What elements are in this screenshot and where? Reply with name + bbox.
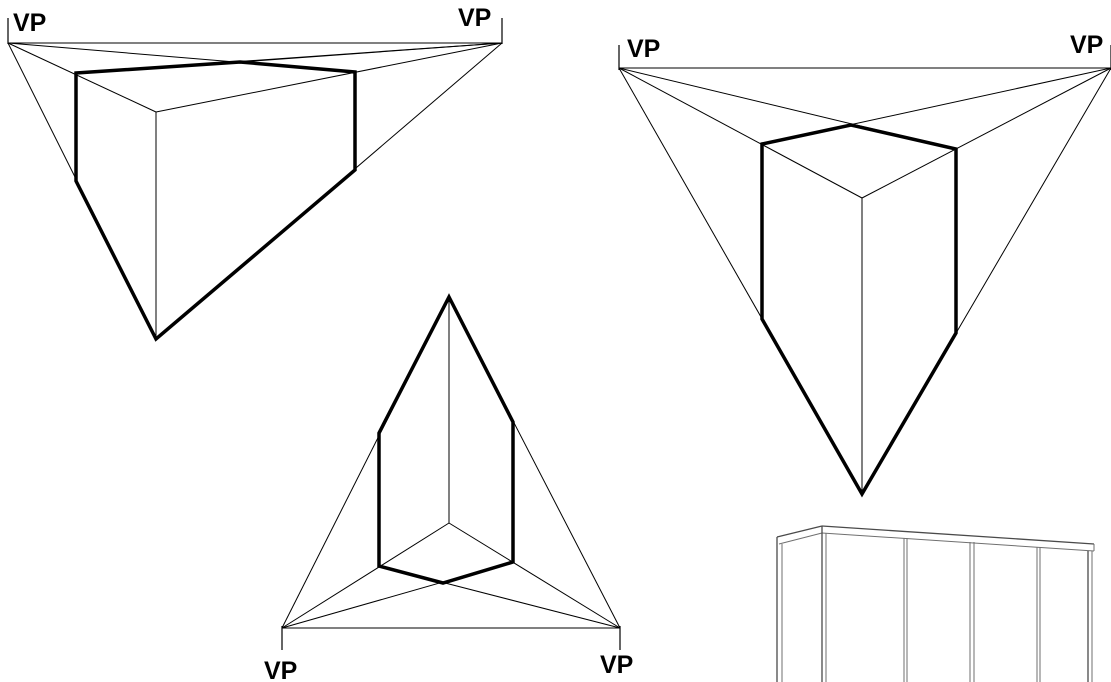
- vp-label-top-left-left: VP: [13, 9, 46, 37]
- wardrobe-top-edge: [821, 525, 1095, 545]
- diagram-right: VP VP: [618, 31, 1111, 498]
- solid-outline: [760, 123, 958, 498]
- construction-line: [155, 42, 503, 113]
- diagram-top-left: VP VP: [7, 4, 503, 342]
- construction-line: [618, 67, 863, 199]
- vp-label-right-left: VP: [627, 35, 660, 63]
- solid-outline: [74, 60, 357, 342]
- construction-line: [7, 42, 157, 113]
- wardrobe-top-inner: [821, 532, 1095, 552]
- solid-outline: [377, 293, 515, 585]
- wardrobe-sketch: [776, 525, 1095, 682]
- construction-line: [281, 522, 450, 629]
- construction-line: [861, 67, 1111, 199]
- vp-label-top-left-right: VP: [458, 4, 491, 32]
- construction-line: [239, 42, 503, 63]
- vp-label-right-right: VP: [1070, 31, 1103, 59]
- vp-label-bottom-right: VP: [600, 651, 633, 679]
- wardrobe-top-edge: [776, 525, 823, 538]
- wardrobe-top-inner: [778, 532, 823, 545]
- diagram-bottom: VP VP: [264, 293, 633, 682]
- construction-line: [448, 522, 621, 629]
- vp-label-bottom-left: VP: [264, 657, 297, 682]
